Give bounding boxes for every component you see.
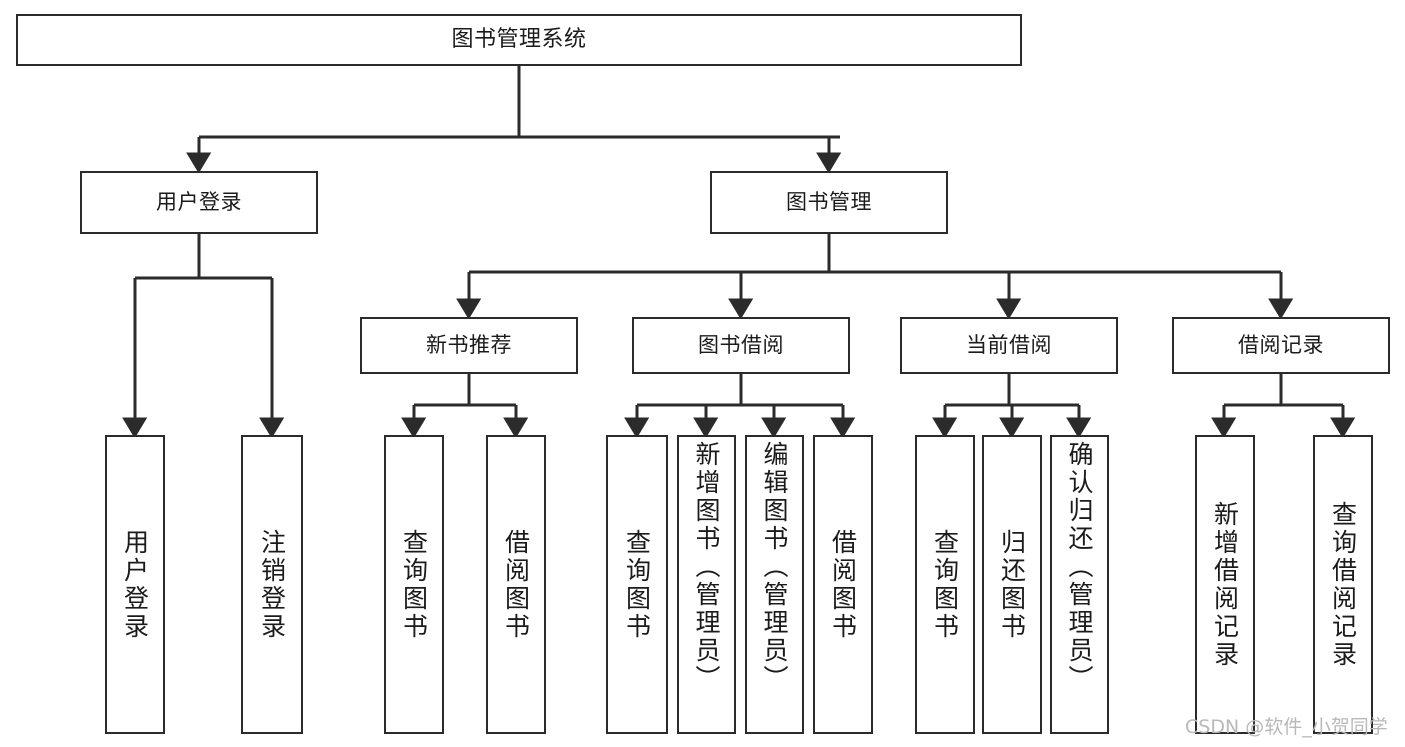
- leaf-borrow-books-borrowing[interactable]: 借阅图书: [813, 435, 873, 734]
- leaf-confirm-return-admin[interactable]: 确认归还（管理员）: [1050, 435, 1109, 734]
- node-label: 确认归还（管理员）: [1065, 441, 1094, 693]
- leaf-add-book-admin[interactable]: 新增图书（管理员）: [677, 435, 736, 734]
- node-label: 用户登录: [120, 528, 150, 641]
- leaf-borrow-books-new-recommendation[interactable]: 借阅图书: [486, 435, 546, 734]
- node-label: 图书管理系统: [451, 27, 587, 53]
- node-label: 编辑图书（管理员）: [760, 441, 789, 693]
- leaf-query-books-new-recommendation[interactable]: 查询图书: [384, 435, 444, 734]
- node-label: 新增图书（管理员）: [692, 441, 721, 693]
- leaf-add-borrowing-record[interactable]: 新增借阅记录: [1195, 435, 1255, 734]
- node-label: 图书管理: [786, 190, 872, 215]
- node-label: 查询图书: [622, 528, 652, 641]
- node-book-management[interactable]: 图书管理: [710, 171, 948, 234]
- leaf-query-borrowing-record[interactable]: 查询借阅记录: [1313, 435, 1373, 734]
- leaf-return-books[interactable]: 归还图书: [982, 435, 1042, 734]
- node-label: 查询图书: [399, 528, 429, 641]
- node-label: 查询图书: [930, 528, 960, 641]
- node-label: 新增借阅记录: [1210, 500, 1240, 669]
- node-label: 图书借阅: [698, 333, 784, 358]
- node-label: 用户登录: [156, 190, 242, 215]
- node-label: 借阅图书: [828, 528, 858, 641]
- leaf-query-books-current[interactable]: 查询图书: [915, 435, 975, 734]
- node-current-borrowing[interactable]: 当前借阅: [900, 317, 1118, 374]
- node-label: 注销登录: [257, 528, 287, 641]
- node-new-book-recommendation[interactable]: 新书推荐: [360, 317, 578, 374]
- node-label: 归还图书: [997, 528, 1027, 641]
- node-borrowing-records[interactable]: 借阅记录: [1172, 317, 1390, 374]
- csdn-watermark: CSDN @软件_小贺同学: [1185, 716, 1388, 738]
- node-label: 借阅图书: [501, 528, 531, 641]
- node-label: 当前借阅: [966, 333, 1052, 358]
- node-label: 新书推荐: [426, 333, 512, 358]
- node-user-login[interactable]: 用户登录: [80, 171, 318, 234]
- leaf-edit-book-admin[interactable]: 编辑图书（管理员）: [745, 435, 804, 734]
- node-label: 借阅记录: [1238, 333, 1324, 358]
- node-book-borrowing[interactable]: 图书借阅: [632, 317, 850, 374]
- leaf-logout[interactable]: 注销登录: [241, 435, 303, 734]
- node-label: 查询借阅记录: [1328, 500, 1358, 669]
- leaf-query-books-borrowing[interactable]: 查询图书: [606, 435, 668, 734]
- leaf-user-login[interactable]: 用户登录: [105, 435, 165, 734]
- node-root-book-management-system[interactable]: 图书管理系统: [16, 14, 1022, 66]
